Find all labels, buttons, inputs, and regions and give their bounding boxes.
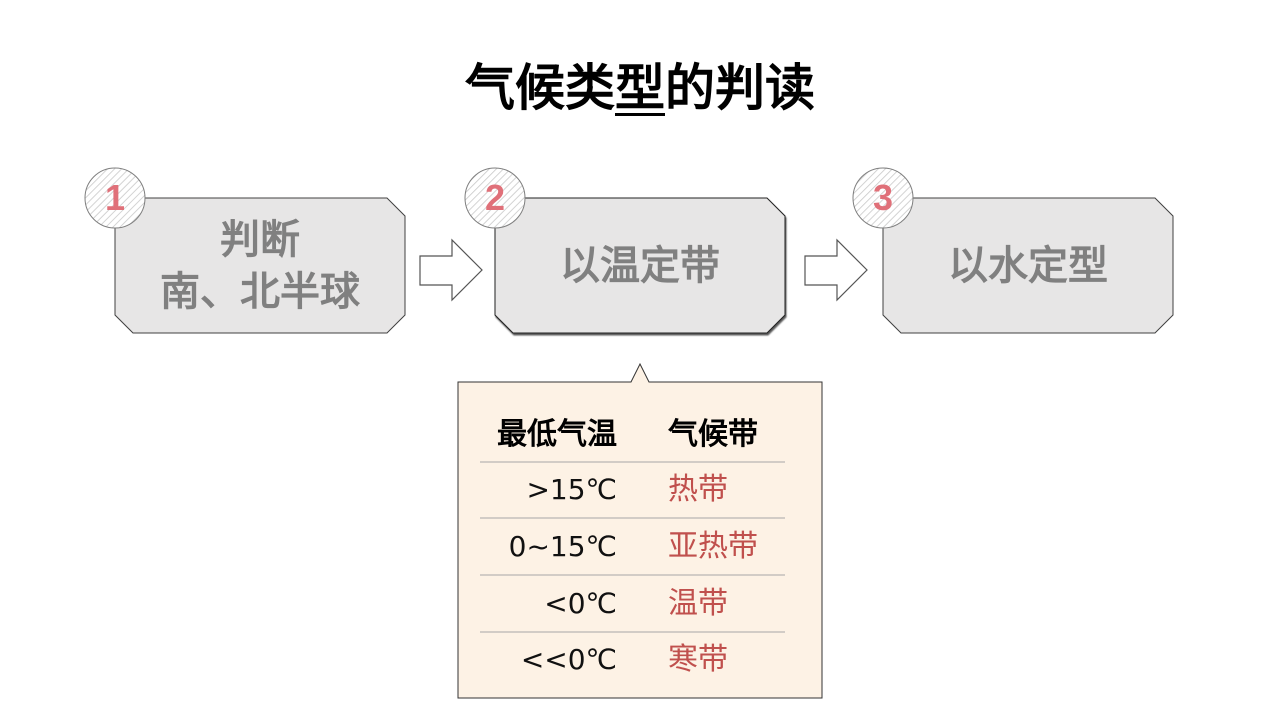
title-text-before: 气候类 — [465, 59, 615, 117]
table-cell-zone: 亚热带 — [668, 529, 758, 564]
step-2-badge — [464, 167, 526, 229]
table-header-min-temp: 最低气温 — [497, 417, 617, 452]
step-3-box — [882, 197, 1174, 334]
step-3-number: 3 — [872, 177, 894, 218]
step-1-number: 1 — [104, 177, 126, 218]
table-cell-zone: 寒带 — [668, 642, 728, 677]
page-title: 气候类型的判读 — [0, 56, 1280, 120]
step-3-label: 以水定型 — [883, 198, 1173, 333]
step-3-line: 以水定型 — [948, 242, 1108, 289]
step-1-badge — [84, 167, 146, 229]
table-cell-zone: 温带 — [668, 586, 728, 621]
callout-box — [457, 362, 823, 699]
table-cell-temperature: 0~15℃ — [508, 530, 617, 563]
table-header-zone: 气候带 — [668, 417, 758, 452]
step-1-box — [114, 197, 406, 334]
step-2-box — [494, 197, 786, 334]
table-cell-temperature: >15℃ — [526, 473, 617, 506]
step-1-line: 南、北半球 — [160, 268, 360, 315]
step-1-label: 判断 南、北半球 — [115, 198, 405, 333]
title-text-after: 的判读 — [665, 59, 815, 117]
table-cell-zone: 热带 — [668, 472, 728, 507]
table-cell-temperature: <<0℃ — [520, 643, 617, 676]
step-2-label: 以温定带 — [495, 198, 785, 333]
right-arrow-icon — [804, 238, 868, 302]
step-2-number: 2 — [484, 177, 506, 218]
step-2-line: 以温定带 — [560, 242, 720, 289]
right-arrow-icon — [419, 238, 483, 302]
step-1-line: 判断 — [220, 216, 300, 263]
title-text-underlined: 型 — [615, 59, 665, 117]
table-cell-temperature: <0℃ — [544, 587, 617, 620]
step-3-badge — [852, 167, 914, 229]
